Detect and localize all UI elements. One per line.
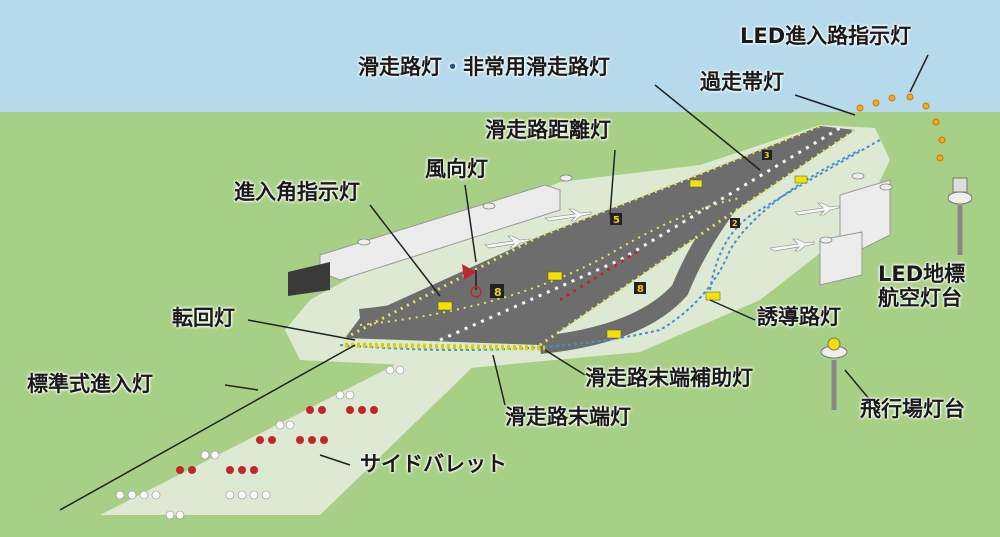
distance-marker-b: 8 (494, 286, 502, 299)
approach-strip-base (100, 352, 480, 515)
label-led-landmark: LED地標 航空灯台 (878, 262, 965, 310)
taxiway (358, 176, 763, 354)
label-separator: ・ (442, 55, 463, 79)
label-runway-lights: 滑走路灯・非常用滑走路灯 (358, 55, 610, 79)
yellow-signs (437, 175, 808, 339)
label-standard-approach: 標準式進入灯 (27, 372, 153, 396)
taxiway-blue-edge (339, 149, 861, 351)
label-side-barrette: サイドバレット (360, 452, 507, 476)
label-approach-angle: 進入角指示灯 (234, 180, 360, 204)
label-turning-lights: 転回灯 (172, 306, 235, 330)
beacon-tower-icon (820, 337, 848, 410)
label-emergency-runway-lights: 非常用滑走路灯 (463, 55, 610, 79)
label-runway-end: 滑走路末端灯 (505, 405, 631, 429)
leader-lines (59, 54, 929, 511)
taxiway-lights (359, 197, 741, 326)
sky (0, 0, 1000, 118)
label-led-landmark-line2: 航空灯台 (878, 286, 962, 311)
distance-marker-d: 3 (764, 151, 770, 160)
label-aerodrome-beacon: 飛行場灯台 (860, 397, 965, 421)
label-wind-direction: 風向灯 (425, 157, 488, 181)
distance-marker-a: 5 (613, 215, 620, 226)
east-building-2 (819, 231, 863, 286)
runway-centerline-lights (439, 126, 841, 342)
runway-edge-lights-right (539, 128, 856, 347)
label-runway-distance: 滑走路距離灯 (485, 118, 611, 142)
label-runway-lights-main: 滑走路灯 (358, 55, 442, 79)
lamp-posts (357, 172, 893, 246)
label-runway-end-aux: 滑走路末端補助灯 (585, 366, 753, 390)
label-led-landmark-line1: LED地標 (878, 262, 966, 286)
led-approach-path-lights (856, 93, 946, 162)
label-taxiway-lights: 誘導路灯 (757, 305, 841, 329)
landmark-beacon-icon (947, 177, 973, 255)
label-led-approach-path: LED進入路指示灯 (740, 24, 912, 48)
hangar-dark (288, 262, 330, 296)
wind-cone-icon (462, 264, 482, 298)
taxiway-blue-edge-2 (709, 139, 881, 291)
distance-markers (490, 150, 772, 298)
standard-approach-lights (115, 365, 405, 520)
airplane-icon (484, 202, 840, 252)
distance-marker-c: 8 (637, 284, 644, 295)
label-overrun-lights: 過走帯灯 (700, 70, 784, 94)
distance-marker-e: 2 (732, 219, 738, 228)
